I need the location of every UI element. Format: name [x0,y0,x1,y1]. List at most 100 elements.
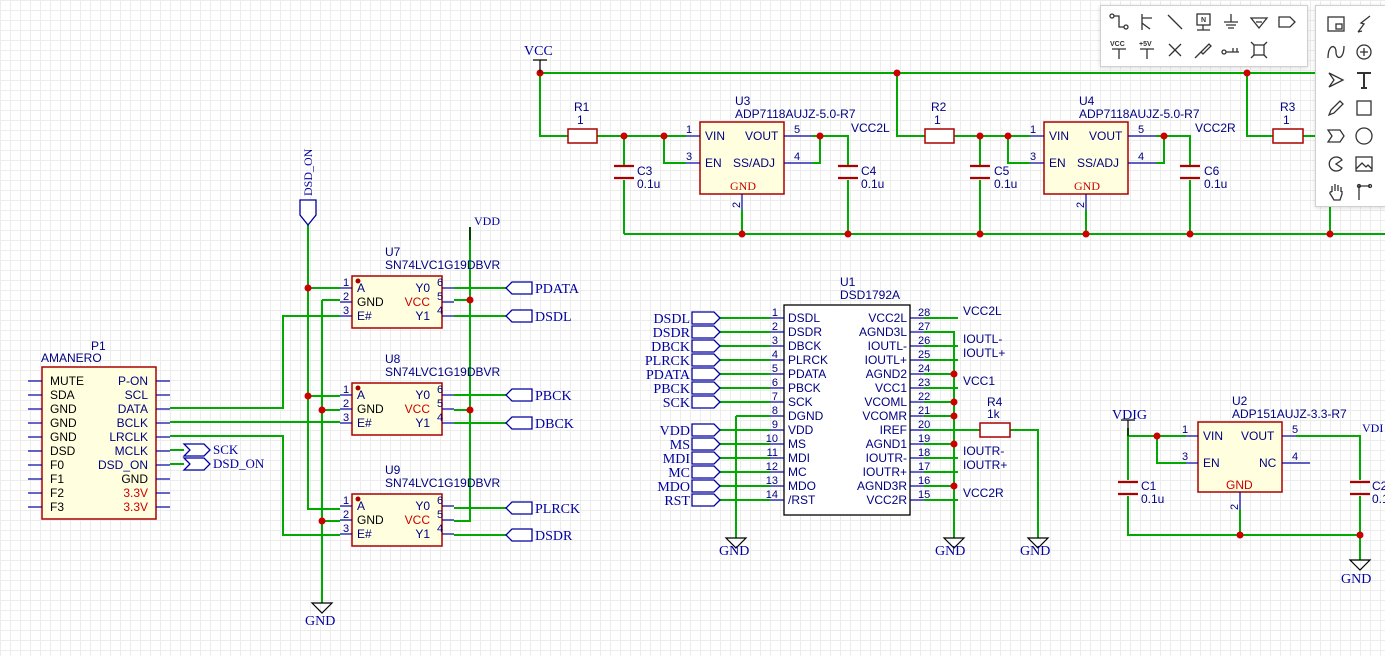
plus5v-icon[interactable]: +5V [1135,38,1159,62]
svg-text:3: 3 [1030,151,1036,163]
pin-icon[interactable] [1219,38,1243,62]
pie-icon[interactable] [1324,152,1348,176]
svg-text:VOUT: VOUT [745,129,779,143]
image-icon[interactable] [1324,12,1348,36]
gnd-symbol-iref[interactable]: GND [1020,537,1050,559]
net-port-flag[interactable] [505,528,533,542]
text-icon[interactable] [1352,68,1376,92]
port-icon[interactable] [1324,124,1348,148]
dac-right-pin-label: VCC2R [866,493,907,507]
svg-text:DSD1792A: DSD1792A [840,288,900,302]
svg-text:0.1u: 0.1u [637,177,660,191]
net-port-flag[interactable] [691,423,721,437]
net-port-flag[interactable] [691,451,721,465]
gnd-symbol-dac-right[interactable]: GND [935,537,966,559]
capacitor-c3[interactable]: C3 0.1u [614,164,660,191]
dac-pin-num: 8 [772,405,778,417]
svg-text:0.1: 0.1 [1372,492,1385,506]
dsd-on-flag-vertical[interactable]: DSD_ON [299,148,317,227]
vcc-power-symbol[interactable]: VCC [524,44,553,73]
picture-icon[interactable] [1352,152,1376,176]
resistor-r2[interactable]: R2 1 [924,100,955,144]
ldo-u4[interactable]: U4 ADP7118AUJZ-5.0-R7 1 3 5 4 2 VIN VOUT… [1030,94,1200,210]
svg-text:C1: C1 [1141,479,1157,493]
rectangle-icon[interactable] [1352,96,1376,120]
svg-text:VIN: VIN [1203,429,1223,443]
vcc-icon[interactable]: VCC [1107,38,1131,62]
arrow-icon[interactable] [1324,68,1348,92]
capacitor-c6[interactable]: C6 0.1u [1180,164,1227,191]
corner-icon[interactable] [1352,180,1376,204]
net-port-flag[interactable] [691,395,721,409]
net-port-flag[interactable] [691,437,721,451]
dac-input-flags[interactable]: DSDLDSDRDBCKPLRCKPDATAPBCKSCKVDDMSMDIMCM… [645,311,721,509]
probe-icon[interactable] [1191,38,1215,62]
lightning-icon[interactable] [1352,12,1376,36]
svg-text:AMANERO: AMANERO [41,351,102,365]
capacitor-c5[interactable]: C5 0.1u [970,164,1017,191]
net-port-icon[interactable] [1275,10,1299,34]
circle-plus-icon[interactable] [1352,40,1376,64]
dac-left-pin-label: PDATA [788,367,826,381]
net-port-flag[interactable] [691,353,721,367]
net-port-flag[interactable] [691,493,721,507]
capacitor-c4[interactable]: C4 0.1u [838,164,884,191]
buffer-pin-num: 5 [437,509,443,521]
net-port-flag[interactable] [691,381,721,395]
gnd-symbol-u2[interactable]: GND [1341,559,1372,587]
ldo-u3[interactable]: U3 ADP7118AUJZ-5.0-R7 1 3 5 4 2 VIN VOUT… [686,94,856,210]
capacitor-c2[interactable]: C2 0.1 [1350,479,1385,506]
net-port-flag[interactable] [691,367,721,381]
net-port-flag[interactable] [691,325,721,339]
dac-pin-num: 21 [918,405,930,417]
no-connect-icon[interactable] [1163,38,1187,62]
gnd-symbol-dac-left[interactable]: GND [719,537,749,559]
bus-icon[interactable] [1247,38,1271,62]
ground-triangle-icon[interactable] [1247,10,1271,34]
resistor-r1[interactable]: R1 1 [567,100,598,144]
net-port-flag[interactable] [505,416,533,430]
hand-icon[interactable] [1324,180,1348,204]
wire-tool-icon[interactable] [1107,10,1131,34]
resistor-r3[interactable]: R3 1 [1272,100,1304,144]
ldo-u2[interactable]: U2 ADP151AUJZ-3.3-R7 1 3 5 4 2 VIN VOUT … [1182,394,1347,510]
net-port-flag[interactable] [505,501,533,515]
net-port-flag[interactable] [691,465,721,479]
svg-text:C4: C4 [861,164,877,178]
net-port-flag[interactable] [505,281,533,295]
buffer-body [351,275,443,329]
dac-pin-num: 11 [767,447,778,459]
arc-icon[interactable] [1324,40,1348,64]
line-icon[interactable] [1163,10,1187,34]
vdig-power-symbol[interactable]: VDIG [1112,408,1147,436]
vdd-power-symbol[interactable]: VDD [469,214,500,240]
dac-pin-num: 23 [918,377,930,389]
svg-text:VCC1: VCC1 [963,374,995,388]
net-port-flag[interactable] [691,339,721,353]
dac-right-pin-label: IOUTR+ [863,465,907,479]
net-label-icon[interactable]: N [1191,10,1215,34]
pencil-icon[interactable] [1324,96,1348,120]
net-port-flag[interactable] [505,388,533,402]
p1-side-flags[interactable]: SCK DSD_ON [182,442,265,471]
bus-entry-icon[interactable] [1135,10,1159,34]
gnd-symbol-buffers[interactable]: GND [305,602,335,629]
net-port-flag[interactable] [691,479,721,493]
p1-right-pin-label: DSD_ON [98,458,148,472]
ground-icon[interactable] [1219,10,1243,34]
net-port-flag[interactable] [505,309,533,323]
circle-icon[interactable] [1352,124,1376,148]
p1-left-pin-label: F3 [50,500,64,514]
resistor-r4[interactable]: R4 1k [979,395,1011,438]
buffer-pin-num: 1 [343,384,349,396]
net-port-flag[interactable] [691,311,721,325]
capacitor-c1[interactable]: C1 0.1u [1118,479,1164,506]
buffer-pin-num: 1 [343,495,349,507]
